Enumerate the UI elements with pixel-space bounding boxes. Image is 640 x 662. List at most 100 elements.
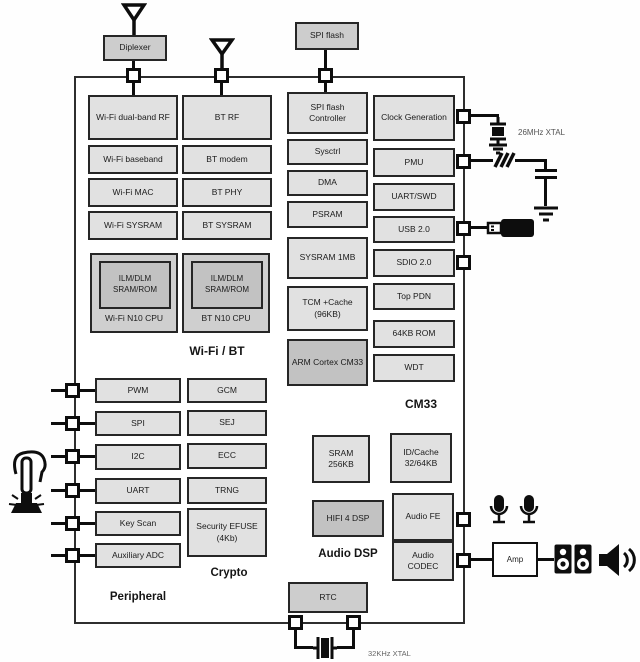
block-spi-flash-controller: SPI flash Controller [287,92,368,134]
wire [51,489,65,492]
wire [80,554,95,557]
inductor-icon [491,150,517,170]
wire [80,455,95,458]
wire [471,558,492,561]
block-rtc: RTC [288,582,368,613]
xtal-32k-label: 32KHz XTAL [368,649,411,658]
wire [51,389,65,392]
block-wifi-n10-cpu: ILM/DLM SRAM/ROM Wi-Fi N10 CPU [90,253,178,333]
chip-pin-pmu [456,154,471,169]
wire [294,630,297,648]
block-audio-cache: ID/Cache 32/64KB [390,433,452,483]
wire [80,522,95,525]
xtal-icon [485,117,511,155]
chip-pin-bt-antenna [214,68,229,83]
antenna-icon [120,3,148,35]
block-uart-swd: UART/SWD [373,183,455,211]
antenna-icon [208,38,236,68]
chip-pin-spi [65,416,80,431]
capacitor-icon [535,176,557,179]
wire [51,422,65,425]
block-ecc: ECC [187,443,267,469]
wire [51,554,65,557]
capacitor-icon [535,169,557,172]
wire [80,422,95,425]
block-audio-fe: Audio FE [392,493,454,541]
block-psram: PSRAM [287,201,368,228]
block-amp: Amp [492,542,538,577]
block-wdt: WDT [373,354,455,382]
section-label-peripheral: Peripheral [109,591,167,603]
wire [352,630,355,648]
wire [471,159,493,162]
wire [544,179,547,206]
wire [51,455,65,458]
block-spi-flash: SPI flash [295,22,359,50]
chip-pin-usb [456,221,471,236]
block-spi: SPI [95,411,181,436]
wire [515,159,547,162]
chip-pin-diplexer [126,68,141,83]
section-label-crypto: Crypto [210,567,248,579]
block-bt-rf: BT RF [182,95,272,140]
wire [471,226,488,229]
block-wifi-baseband: Wi-Fi baseband [88,145,178,174]
wifi-n10-cpu-label: Wi-Fi N10 CPU [104,313,164,323]
block-bt-sysram: BT SYSRAM [182,211,272,240]
chip-pin-sdio [456,255,471,270]
chip-pin-rtc-xtal-1 [288,615,303,630]
wire [220,83,223,95]
block-bt-n10-cpu: ILM/DLM SRAM/ROM BT N10 CPU [182,253,270,333]
block-wifi-sysram: Wi-Fi SYSRAM [88,211,178,240]
speaker-cabinet-icon [574,544,592,574]
block-i2c: I2C [95,444,181,470]
block-tcm-cache: TCM +Cache (96KB) [287,286,368,331]
section-label-audio-dsp: Audio DSP [318,548,378,560]
block-audio-sram: SRAM 256KB [312,435,370,483]
wire [80,489,95,492]
wire [324,50,327,68]
chip-pin-spi-flash [318,68,333,83]
ground-icon [533,206,559,222]
block-dma: DMA [287,170,368,196]
wire [324,83,327,92]
usb-drive-icon [486,217,536,239]
chip-pin-audio-codec [456,553,471,568]
speaker-cabinet-icon [554,544,572,574]
wire [544,161,547,169]
bt-n10-cpu-label: BT N10 CPU [201,313,251,323]
section-label-cm33: CM33 [404,397,437,411]
xtal-main-label: 26MHz XTAL [518,128,565,137]
section-label-wifi-bt: Wi-Fi / BT [189,344,245,358]
block-audio-codec: Audio CODEC [392,541,454,581]
block-ilm-dlm-sram-rom: ILM/DLM SRAM/ROM [99,261,171,309]
block-usb: USB 2.0 [373,216,455,243]
block-sdio: SDIO 2.0 [373,249,455,277]
wire [80,389,95,392]
block-sej: SEJ [187,410,267,436]
block-pwm: PWM [95,378,181,403]
chip-pin-pwm [65,383,80,398]
block-diplexer: Diplexer [103,35,167,61]
block-sysctrl: Sysctrl [287,139,368,165]
block-key-scan: Key Scan [95,511,181,536]
block-gcm: GCM [187,378,267,403]
xtal-32k-icon [313,634,337,662]
block-aux-adc: Auxiliary ADC [95,543,181,568]
block-sysram-1mb: SYSRAM 1MB [287,237,368,279]
block-trng: TRNG [187,477,267,504]
wire [538,558,554,561]
block-clock-generation: Clock Generation [373,95,455,141]
block-uart: UART [95,478,181,504]
block-pmu: PMU [373,148,455,177]
block-bt-modem: BT modem [182,145,272,174]
wire [132,83,135,95]
block-security-efuse: Security EFUSE (4Kb) [187,508,267,557]
loudspeaker-icon [598,541,638,579]
finger-press-icon [4,438,48,518]
chip-pin-aux-adc [65,548,80,563]
chip-pin-audio-fe [456,512,471,527]
chip-pin-uart [65,483,80,498]
chip-pin-key-scan [65,516,80,531]
